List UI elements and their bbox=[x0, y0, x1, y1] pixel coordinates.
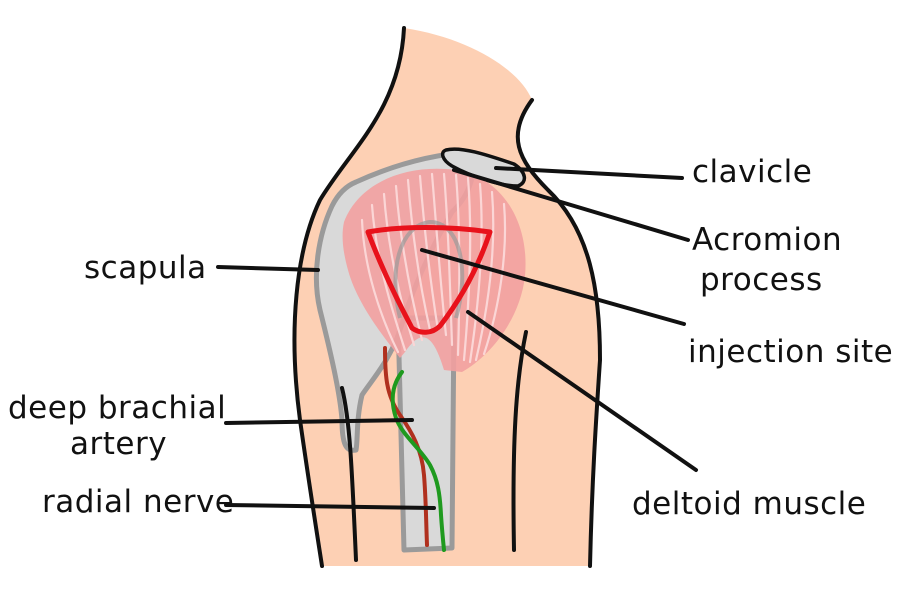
leader-lines bbox=[216, 166, 698, 510]
label-acromion-line2: process bbox=[700, 262, 823, 298]
label-injection-site: injection site bbox=[688, 334, 893, 370]
humerus-head-outline bbox=[393, 219, 465, 319]
clavicle-bone bbox=[440, 147, 527, 188]
label-deep-brachial-line1: deep brachial bbox=[8, 390, 226, 426]
leader-scapula bbox=[216, 265, 320, 272]
injection-site-marker bbox=[365, 225, 493, 335]
label-clavicle: clavicle bbox=[692, 154, 812, 190]
label-scapula: scapula bbox=[84, 250, 207, 286]
label-deep-brachial-line2: artery bbox=[70, 426, 167, 462]
leader-radial-nerve bbox=[224, 503, 436, 510]
leader-deltoid-muscle bbox=[466, 310, 698, 472]
label-radial-nerve: radial nerve bbox=[42, 484, 234, 520]
label-acromion-line1: Acromion bbox=[692, 222, 842, 258]
radial-nerve bbox=[390, 370, 446, 552]
leader-deep-brachial-artery bbox=[224, 418, 414, 425]
label-deltoid-muscle: deltoid muscle bbox=[632, 486, 866, 522]
leader-injection-site bbox=[420, 248, 686, 326]
deep-brachial-artery bbox=[383, 346, 429, 547]
leader-clavicle bbox=[494, 166, 684, 180]
leader-acromion bbox=[452, 168, 690, 242]
